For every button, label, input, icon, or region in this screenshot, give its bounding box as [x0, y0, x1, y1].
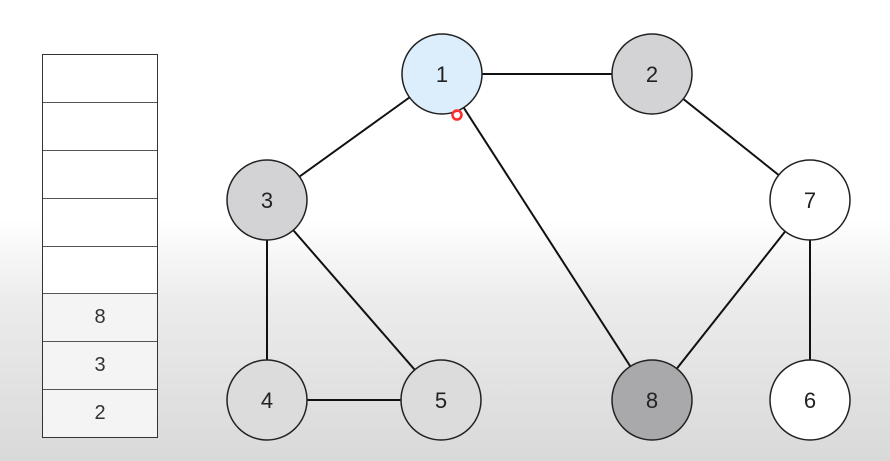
node-2: 2: [611, 33, 693, 115]
stack-cell: [43, 103, 157, 151]
node-8: 8: [611, 359, 693, 441]
node-label: 7: [804, 188, 816, 213]
node-circle: [226, 359, 308, 441]
stack-cell: [43, 151, 157, 199]
node-circle: [400, 359, 482, 441]
node-label: 6: [804, 388, 816, 413]
cursor-pointer-icon: [451, 109, 463, 121]
edge-7-8: [651, 199, 811, 401]
node-circle: [769, 359, 851, 441]
stack-cell: 2: [43, 390, 157, 437]
node-circle: [769, 159, 851, 241]
node-circle: [226, 159, 308, 241]
node-circle: [611, 359, 693, 441]
stack-cell: 8: [43, 294, 157, 343]
node-label: 3: [261, 188, 273, 213]
edge-1-8: [441, 73, 653, 401]
node-label: 1: [436, 62, 448, 87]
node-label: 8: [646, 388, 658, 413]
stack-table: 8 3 2: [42, 54, 158, 438]
graph-edges: [266, 73, 811, 401]
node-1: 1: [401, 33, 483, 115]
node-7: 7: [769, 159, 851, 241]
node-6: 6: [769, 359, 851, 441]
edge-3-5: [266, 199, 442, 401]
stack-cell: [43, 247, 157, 295]
stack-cell: [43, 55, 157, 103]
stack-cell: 3: [43, 342, 157, 391]
graph-nodes: 1 2 3 7 4 5 8 6: [226, 33, 851, 441]
node-4: 4: [226, 359, 308, 441]
node-label: 2: [646, 62, 658, 87]
node-circle: [611, 33, 693, 115]
node-label: 5: [435, 388, 447, 413]
stack-cell: [43, 199, 157, 247]
node-label: 4: [261, 388, 273, 413]
node-3: 3: [226, 159, 308, 241]
node-circle: [401, 33, 483, 115]
node-5: 5: [400, 359, 482, 441]
